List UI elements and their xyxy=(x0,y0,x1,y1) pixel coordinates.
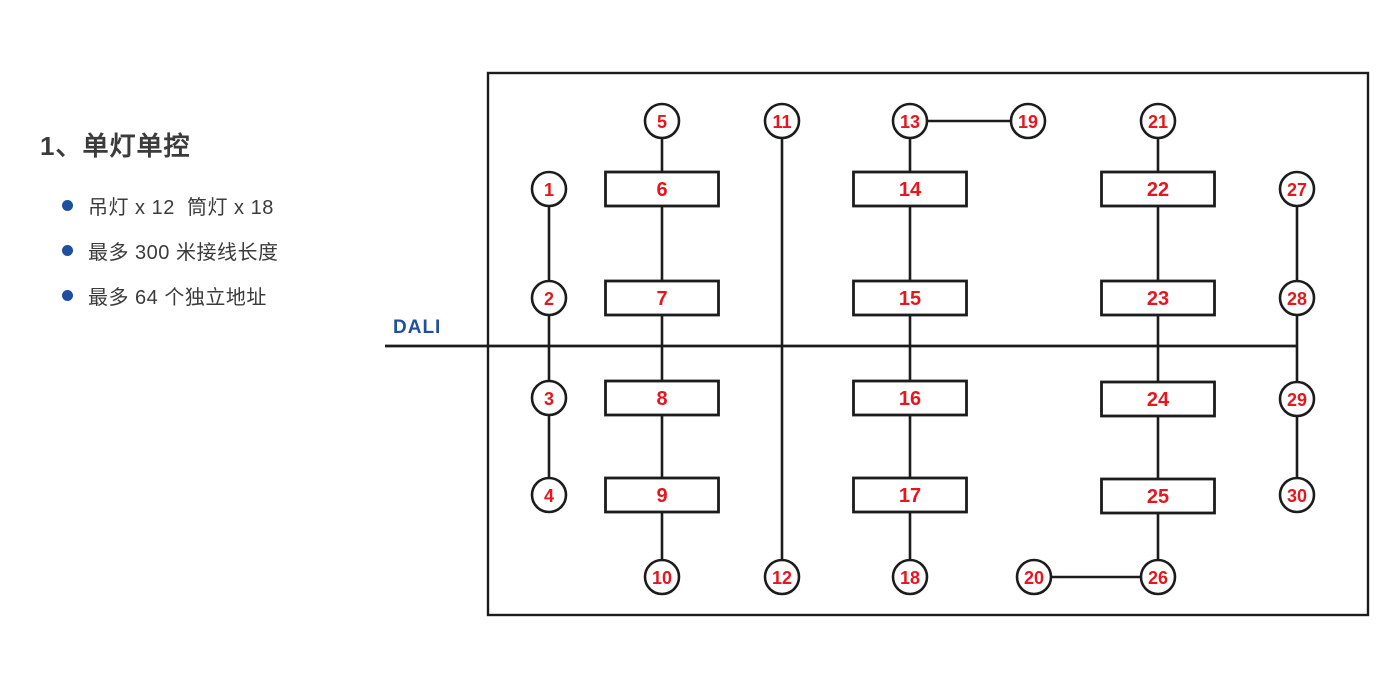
node-number-28: 28 xyxy=(1287,289,1307,309)
downlight-box-6 xyxy=(604,170,720,208)
list-item: 最多 300 米接线长度 xyxy=(62,238,400,264)
lamp-node-5 xyxy=(643,102,681,140)
node-number-13: 13 xyxy=(900,112,920,132)
diagram-border xyxy=(486,71,1370,617)
list-item: 吊灯 x 12 筒灯 x 18 xyxy=(62,193,400,219)
downlight-box-22 xyxy=(1100,170,1216,208)
lamp-node-3 xyxy=(530,379,568,417)
box-number-14: 14 xyxy=(899,179,922,201)
box-number-16: 16 xyxy=(899,388,921,410)
section-title: 1、单灯单控 xyxy=(40,131,191,161)
downlight-box-24 xyxy=(1100,380,1216,418)
box-number-25: 25 xyxy=(1147,486,1169,508)
node-number-3: 3 xyxy=(544,389,554,409)
info-panel: 1、单灯单控 吊灯 x 12 筒灯 x 18 最多 300 米接线长度 最多 6… xyxy=(40,126,400,328)
lamp-node-26 xyxy=(1139,558,1177,596)
box-number-23: 23 xyxy=(1147,288,1169,310)
downlight-box-15 xyxy=(852,279,968,317)
node-number-19: 19 xyxy=(1018,112,1038,132)
downlight-box-25 xyxy=(1100,477,1216,515)
lamp-node-11 xyxy=(763,102,801,140)
node-number-20: 20 xyxy=(1024,568,1044,588)
node-number-27: 27 xyxy=(1287,180,1307,200)
lamp-node-2 xyxy=(530,279,568,317)
bullet-text: 最多 300 米接线长度 xyxy=(88,241,279,264)
lamp-node-28 xyxy=(1278,279,1316,317)
lamp-node-12 xyxy=(763,558,801,596)
bullet-dot-icon xyxy=(62,199,73,211)
node-number-30: 30 xyxy=(1287,486,1307,506)
lamp-node-30 xyxy=(1278,476,1316,514)
box-number-24: 24 xyxy=(1147,389,1170,411)
lamp-node-29 xyxy=(1278,380,1316,418)
lamp-node-20 xyxy=(1015,558,1053,596)
box-number-7: 7 xyxy=(656,288,667,310)
box-number-22: 22 xyxy=(1147,179,1169,201)
node-number-5: 5 xyxy=(657,112,667,132)
lamp-node-19 xyxy=(1009,102,1047,140)
node-number-18: 18 xyxy=(900,568,920,588)
lamp-node-27 xyxy=(1278,170,1316,208)
lamp-node-18 xyxy=(891,558,929,596)
lamp-node-10 xyxy=(643,558,681,596)
downlight-box-16 xyxy=(852,379,968,417)
box-number-17: 17 xyxy=(899,485,921,507)
node-number-29: 29 xyxy=(1287,390,1307,410)
list-item: 最多 64 个独立地址 xyxy=(62,283,400,309)
downlight-box-9 xyxy=(604,476,720,514)
lamp-node-21 xyxy=(1139,102,1177,140)
dali-bus-label: DALI xyxy=(393,317,442,338)
node-number-1: 1 xyxy=(544,180,554,200)
box-number-8: 8 xyxy=(656,388,667,410)
lamp-node-1 xyxy=(530,170,568,208)
lamp-node-4 xyxy=(530,476,568,514)
node-number-2: 2 xyxy=(544,289,554,309)
downlight-box-14 xyxy=(852,170,968,208)
box-number-9: 9 xyxy=(656,485,667,507)
bullet-text: 吊灯 x 12 筒灯 x 18 xyxy=(88,196,274,219)
node-number-10: 10 xyxy=(652,568,672,588)
downlight-box-23 xyxy=(1100,279,1216,317)
box-number-15: 15 xyxy=(899,288,921,310)
downlight-box-17 xyxy=(852,476,968,514)
lamp-node-13 xyxy=(891,102,929,140)
downlight-box-7 xyxy=(604,279,720,317)
bullet-dot-icon xyxy=(62,289,73,301)
node-number-21: 21 xyxy=(1148,112,1168,132)
bullet-list: 吊灯 x 12 筒灯 x 18 最多 300 米接线长度 最多 64 个独立地址 xyxy=(62,193,400,309)
downlight-box-8 xyxy=(604,379,720,417)
node-number-11: 11 xyxy=(772,112,791,132)
bullet-text: 最多 64 个独立地址 xyxy=(88,286,267,309)
bullet-dot-icon xyxy=(62,244,73,256)
node-number-12: 12 xyxy=(772,568,792,588)
box-number-6: 6 xyxy=(656,179,667,201)
node-number-4: 4 xyxy=(544,486,554,506)
node-number-26: 26 xyxy=(1148,568,1168,588)
